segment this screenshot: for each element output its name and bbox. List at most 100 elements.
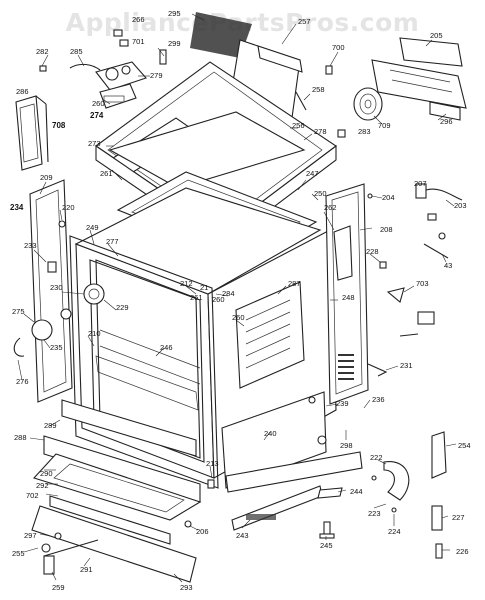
part-label-279: 279 — [150, 71, 163, 80]
part-label-227: 227 — [452, 513, 465, 522]
part-label-209: 209 — [40, 173, 53, 182]
part-label-702: 702 — [26, 491, 39, 500]
part-label-235: 235 — [50, 343, 63, 352]
bracket-262 — [333, 225, 353, 281]
part-label-260: 260 — [212, 295, 225, 304]
part-label-275: 275 — [12, 307, 25, 316]
part-label-259: 259 — [52, 583, 65, 592]
part-label-287: 287 — [288, 279, 301, 288]
part-label-224: 224 — [388, 527, 401, 536]
part-label-228: 228 — [366, 247, 379, 256]
vent-grille — [190, 12, 252, 58]
part-label-210: 210 — [88, 329, 101, 338]
part-label-255: 255 — [12, 549, 25, 558]
part-label-291: 291 — [80, 565, 93, 574]
part-label-233: 233 — [24, 241, 37, 250]
part-label-262: 262 — [324, 203, 337, 212]
part-label-266: 266 — [132, 15, 145, 24]
part-label-203: 203 — [454, 201, 467, 210]
part-label-295: 295 — [168, 9, 181, 18]
part-label-258: 258 — [312, 85, 325, 94]
part-label-256: 256 — [292, 121, 305, 130]
part-label-234: 234 — [10, 203, 24, 212]
part-label-254: 254 — [458, 441, 471, 450]
part-label-273: 273 — [88, 139, 101, 148]
part-label-289: 289 — [44, 421, 57, 430]
part-label-261: 261 — [190, 293, 203, 302]
part-label-290: 290 — [40, 469, 53, 478]
part-label-257: 257 — [298, 17, 311, 26]
part-label-701: 701 — [132, 37, 145, 46]
part-label-229: 229 — [116, 303, 129, 312]
part-label-283: 283 — [358, 127, 371, 136]
part-label-703: 703 — [416, 279, 429, 288]
part-label-226: 226 — [456, 547, 469, 556]
small-clips — [39, 29, 167, 72]
part-label-285: 285 — [70, 47, 83, 56]
part-label-278: 278 — [314, 127, 327, 136]
part-label-299: 299 — [168, 39, 181, 48]
part-label-245: 245 — [320, 541, 333, 550]
part-label-243: 243 — [236, 531, 249, 540]
screw-206 — [184, 520, 192, 528]
part-label-276: 276 — [16, 377, 29, 386]
lower-right-parts — [371, 431, 447, 559]
bolt-213 — [207, 479, 215, 489]
part-label-21: 21 — [200, 283, 208, 292]
part-label-247: 247 — [306, 169, 319, 178]
part-label-274: 274 — [90, 111, 104, 120]
part-label-213: 213 — [206, 459, 219, 468]
part-label-223: 223 — [368, 509, 381, 518]
heat-shield — [108, 111, 306, 189]
broiler-drawer — [33, 399, 202, 521]
part-label-709: 709 — [378, 121, 391, 130]
part-label-220: 220 — [62, 203, 75, 212]
small-bolts — [295, 65, 346, 138]
clip-233 — [47, 261, 57, 273]
part-label-207: 207 — [414, 179, 427, 188]
part-label-297: 297 — [24, 531, 37, 540]
part-label-208: 208 — [380, 225, 393, 234]
part-label-246: 246 — [160, 343, 173, 352]
screw-220 — [58, 220, 66, 228]
part-label-284: 284 — [222, 289, 235, 298]
leveling-leg — [319, 521, 335, 539]
part-label-239: 239 — [336, 399, 349, 408]
part-label-700: 700 — [332, 43, 345, 52]
burner-assembly — [69, 61, 147, 109]
part-label-261: 261 — [100, 169, 113, 178]
part-label-236: 236 — [372, 395, 385, 404]
part-label-260: 260 — [92, 99, 105, 108]
part-label-230: 230 — [50, 283, 63, 292]
part-label-206: 206 — [196, 527, 209, 536]
right-top-bracket — [371, 37, 467, 121]
part-label-708: 708 — [52, 121, 66, 130]
part-label-250: 250 — [314, 189, 327, 198]
part-label-296: 296 — [440, 117, 453, 126]
part-label-298: 298 — [340, 441, 353, 450]
right-small-parts — [367, 183, 463, 377]
side-panel-708 — [15, 95, 49, 171]
burner-cap-709 — [353, 87, 383, 121]
thermostat-knob — [13, 283, 105, 357]
part-label-292: 292 — [36, 481, 49, 490]
front-frame — [69, 235, 219, 489]
part-label-205: 205 — [430, 31, 443, 40]
part-label-222: 222 — [370, 453, 383, 462]
part-label-286: 286 — [16, 87, 29, 96]
drawer-panel — [31, 495, 197, 583]
part-labels: 295 257 266 701 299 700 205 282 285 279 286 260 274 7… — [10, 9, 471, 592]
part-label-43: 43 — [444, 261, 452, 270]
part-label-260: 260 — [232, 313, 245, 322]
part-label-231: 231 — [400, 361, 413, 370]
part-label-288: 288 — [14, 433, 27, 442]
part-label-293: 293 — [180, 583, 193, 592]
part-label-282: 282 — [36, 47, 49, 56]
part-label-248: 248 — [342, 293, 355, 302]
part-label-244: 244 — [350, 487, 363, 496]
part-label-240: 240 — [264, 429, 277, 438]
leader-lines — [17, 13, 457, 583]
part-label-277: 277 — [106, 237, 119, 246]
part-label-212: 212 — [180, 279, 193, 288]
